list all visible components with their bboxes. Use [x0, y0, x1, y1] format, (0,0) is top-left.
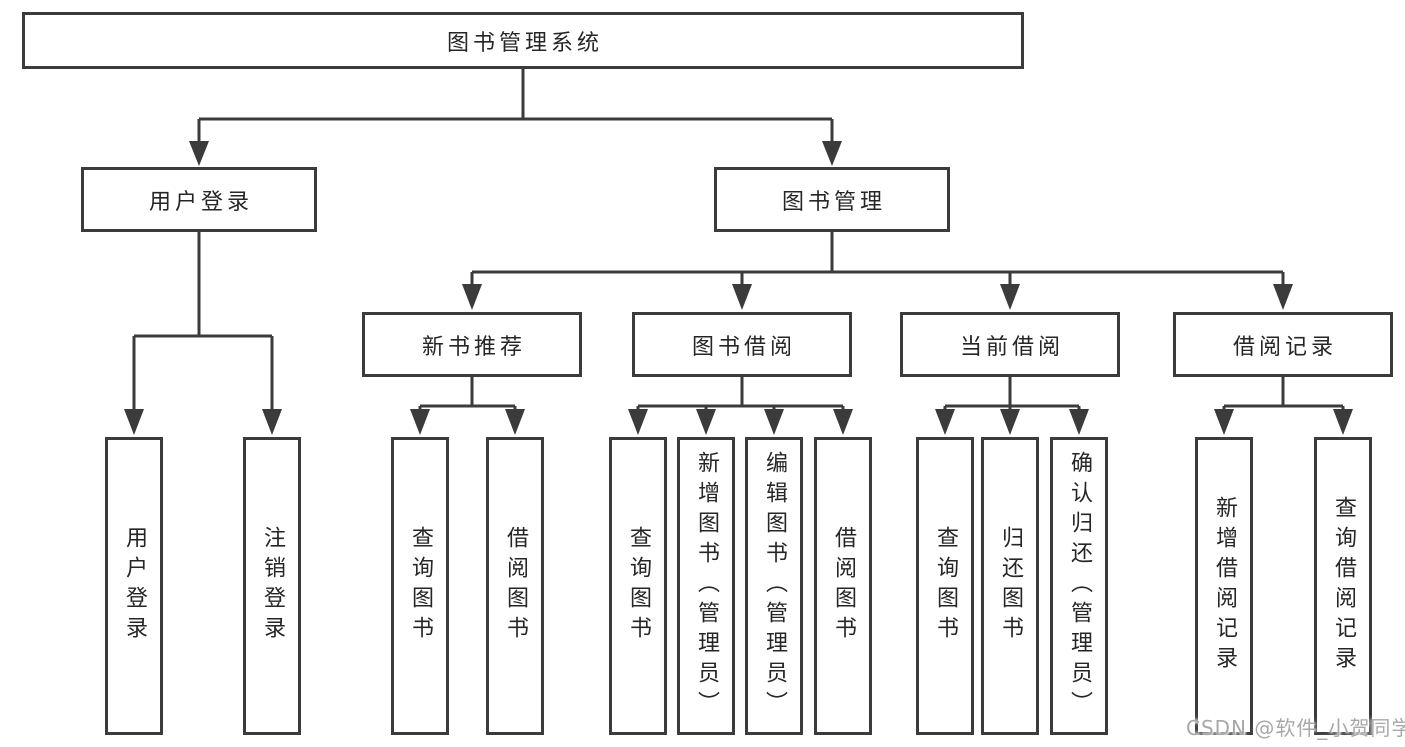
connector-new-book-recommend-to-leaves — [410, 377, 525, 435]
connector-book-borrow-to-leaves — [628, 377, 853, 435]
leaf-query-book-current: 查询图书 — [916, 437, 974, 735]
leaf-user-login: 用户登录 — [105, 437, 163, 735]
arrowhead-icon — [1069, 409, 1089, 435]
leaf-borrow-book-recommend: 借阅图书 — [486, 437, 544, 735]
arrowhead-icon — [1000, 409, 1020, 435]
leaf-return-book: 归还图书 — [981, 437, 1039, 735]
leaf-logout: 注销登录 — [243, 437, 301, 735]
arrowhead-icon — [189, 141, 209, 166]
arrowhead-icon — [1000, 284, 1020, 310]
arrowhead-icon — [1333, 409, 1353, 435]
arrowhead-icon — [1214, 409, 1234, 435]
arrowhead-icon — [696, 409, 716, 435]
arrowhead-icon — [462, 284, 482, 310]
node-new-book-recommend: 新书推荐 — [362, 312, 582, 377]
node-borrow-record: 借阅记录 — [1173, 312, 1393, 377]
node-book-management: 图书管理 — [714, 167, 950, 232]
connector-book-management-to-level3 — [462, 232, 1293, 310]
node-current-borrow: 当前借阅 — [900, 312, 1120, 377]
arrowhead-icon — [628, 409, 648, 435]
arrowhead-icon — [505, 409, 525, 435]
arrowhead-icon — [732, 284, 752, 310]
leaf-edit-book-admin: 编辑图书（管理员） — [745, 437, 803, 735]
arrowhead-icon — [124, 409, 144, 435]
leaf-query-book-borrow: 查询图书 — [609, 437, 667, 735]
node-root-system: 图书管理系统 — [22, 12, 1024, 69]
leaf-add-borrow-record: 新增借阅记录 — [1195, 437, 1253, 735]
watermark: CSDN @软件_小贺同学 — [1186, 716, 1405, 740]
leaf-confirm-return-admin: 确认归还（管理员） — [1050, 437, 1108, 735]
connector-user-login-to-leaves — [124, 232, 282, 435]
arrowhead-icon — [1273, 284, 1293, 310]
arrowhead-icon — [764, 409, 784, 435]
connector-borrow-record-to-leaves — [1214, 377, 1353, 435]
leaf-query-borrow-record: 查询借阅记录 — [1314, 437, 1372, 735]
connector-current-borrow-to-leaves — [935, 377, 1089, 435]
arrowhead-icon — [262, 409, 282, 435]
node-user-login: 用户登录 — [81, 167, 317, 232]
leaf-query-book-recommend: 查询图书 — [391, 437, 449, 735]
connector-root-to-level2 — [189, 69, 842, 166]
arrowhead-icon — [410, 409, 430, 435]
leaf-add-book-admin: 新增图书（管理员） — [677, 437, 735, 735]
node-book-borrow: 图书借阅 — [632, 312, 852, 377]
arrowhead-icon — [833, 409, 853, 435]
arrowhead-icon — [935, 409, 955, 435]
leaf-borrow-book: 借阅图书 — [814, 437, 872, 735]
arrowhead-icon — [822, 141, 842, 166]
